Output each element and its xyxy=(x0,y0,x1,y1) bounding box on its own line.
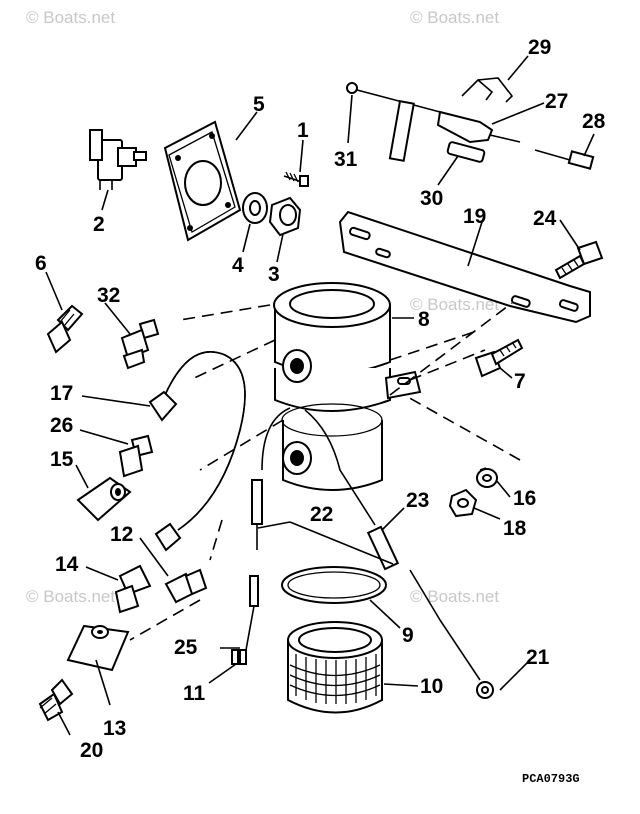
callout-17: 17 xyxy=(50,382,73,405)
callout-21: 21 xyxy=(526,646,550,669)
callout-7: 7 xyxy=(514,370,526,393)
callout-27: 27 xyxy=(545,90,568,113)
adapter-13-part xyxy=(66,624,130,672)
screw-part xyxy=(283,171,309,187)
fuse-holder-part xyxy=(436,110,521,144)
callout-25: 25 xyxy=(174,636,198,659)
block-15-part xyxy=(76,476,132,522)
connector-part xyxy=(534,149,595,170)
callout-18: 18 xyxy=(503,517,527,540)
callout-2: 2 xyxy=(93,213,105,236)
callout-4: 4 xyxy=(232,254,244,277)
nut-18-part xyxy=(448,488,478,518)
callout-32: 32 xyxy=(97,284,120,307)
watermark-mid-right: © Boats.net xyxy=(410,295,499,314)
fitting-26-part xyxy=(118,434,154,478)
watermark-bottom-left: © Boats.net xyxy=(26,587,115,606)
mounting-plate-part xyxy=(163,120,242,242)
wire-harness-part xyxy=(231,407,494,699)
callout-labels: 1 2 3 4 5 6 7 8 9 10 11 12 13 14 15 16 1… xyxy=(35,36,606,762)
watermark-bottom-right: © Boats.net xyxy=(410,587,499,606)
fuel-line-part xyxy=(148,351,246,552)
fitting-20-part xyxy=(38,678,74,722)
callout-12: 12 xyxy=(110,523,133,546)
callout-13: 13 xyxy=(103,717,126,740)
leader-lines xyxy=(45,55,595,736)
callout-31: 31 xyxy=(334,148,358,171)
bolt-7-part xyxy=(474,338,524,378)
ground-wire-part xyxy=(346,82,441,162)
callout-6: 6 xyxy=(35,252,47,275)
callout-10: 10 xyxy=(420,675,443,698)
callout-23: 23 xyxy=(406,489,429,512)
nut-part xyxy=(268,196,302,237)
callout-8: 8 xyxy=(418,308,430,331)
callout-26: 26 xyxy=(50,414,73,437)
callout-30: 30 xyxy=(420,187,443,210)
assembly-lines xyxy=(129,302,521,641)
filter-part xyxy=(287,621,383,714)
callout-3: 3 xyxy=(268,263,280,286)
o-ring-part xyxy=(281,566,387,604)
fitting-32-part xyxy=(120,318,160,370)
callout-1: 1 xyxy=(297,119,309,142)
diagram-code: PCA0793G xyxy=(522,772,580,786)
callout-28: 28 xyxy=(582,110,606,133)
washer-part xyxy=(242,192,268,224)
watermark-top-right: © Boats.net xyxy=(410,8,499,27)
washer-16-part xyxy=(476,468,498,488)
fitting-14-part xyxy=(114,564,152,614)
callout-24: 24 xyxy=(533,207,557,230)
callout-16: 16 xyxy=(513,487,536,510)
clip-part xyxy=(461,77,514,103)
callout-9: 9 xyxy=(402,624,414,647)
bracket-part xyxy=(338,210,591,324)
bolt-24-part xyxy=(554,240,604,280)
callout-5: 5 xyxy=(253,93,265,116)
fitting-12-part xyxy=(164,568,208,604)
solenoid-part xyxy=(273,282,422,491)
callout-20: 20 xyxy=(80,739,103,762)
callout-15: 15 xyxy=(50,448,74,471)
callout-29: 29 xyxy=(528,36,551,59)
callout-22: 22 xyxy=(310,503,333,526)
toggle-switch-part xyxy=(89,129,147,190)
fuse-part xyxy=(446,141,486,163)
watermark-top-left: © Boats.net xyxy=(26,8,115,27)
callout-11: 11 xyxy=(183,682,206,705)
callout-19: 19 xyxy=(463,205,486,228)
callout-14: 14 xyxy=(55,553,79,576)
fitting-6-part xyxy=(46,304,84,354)
